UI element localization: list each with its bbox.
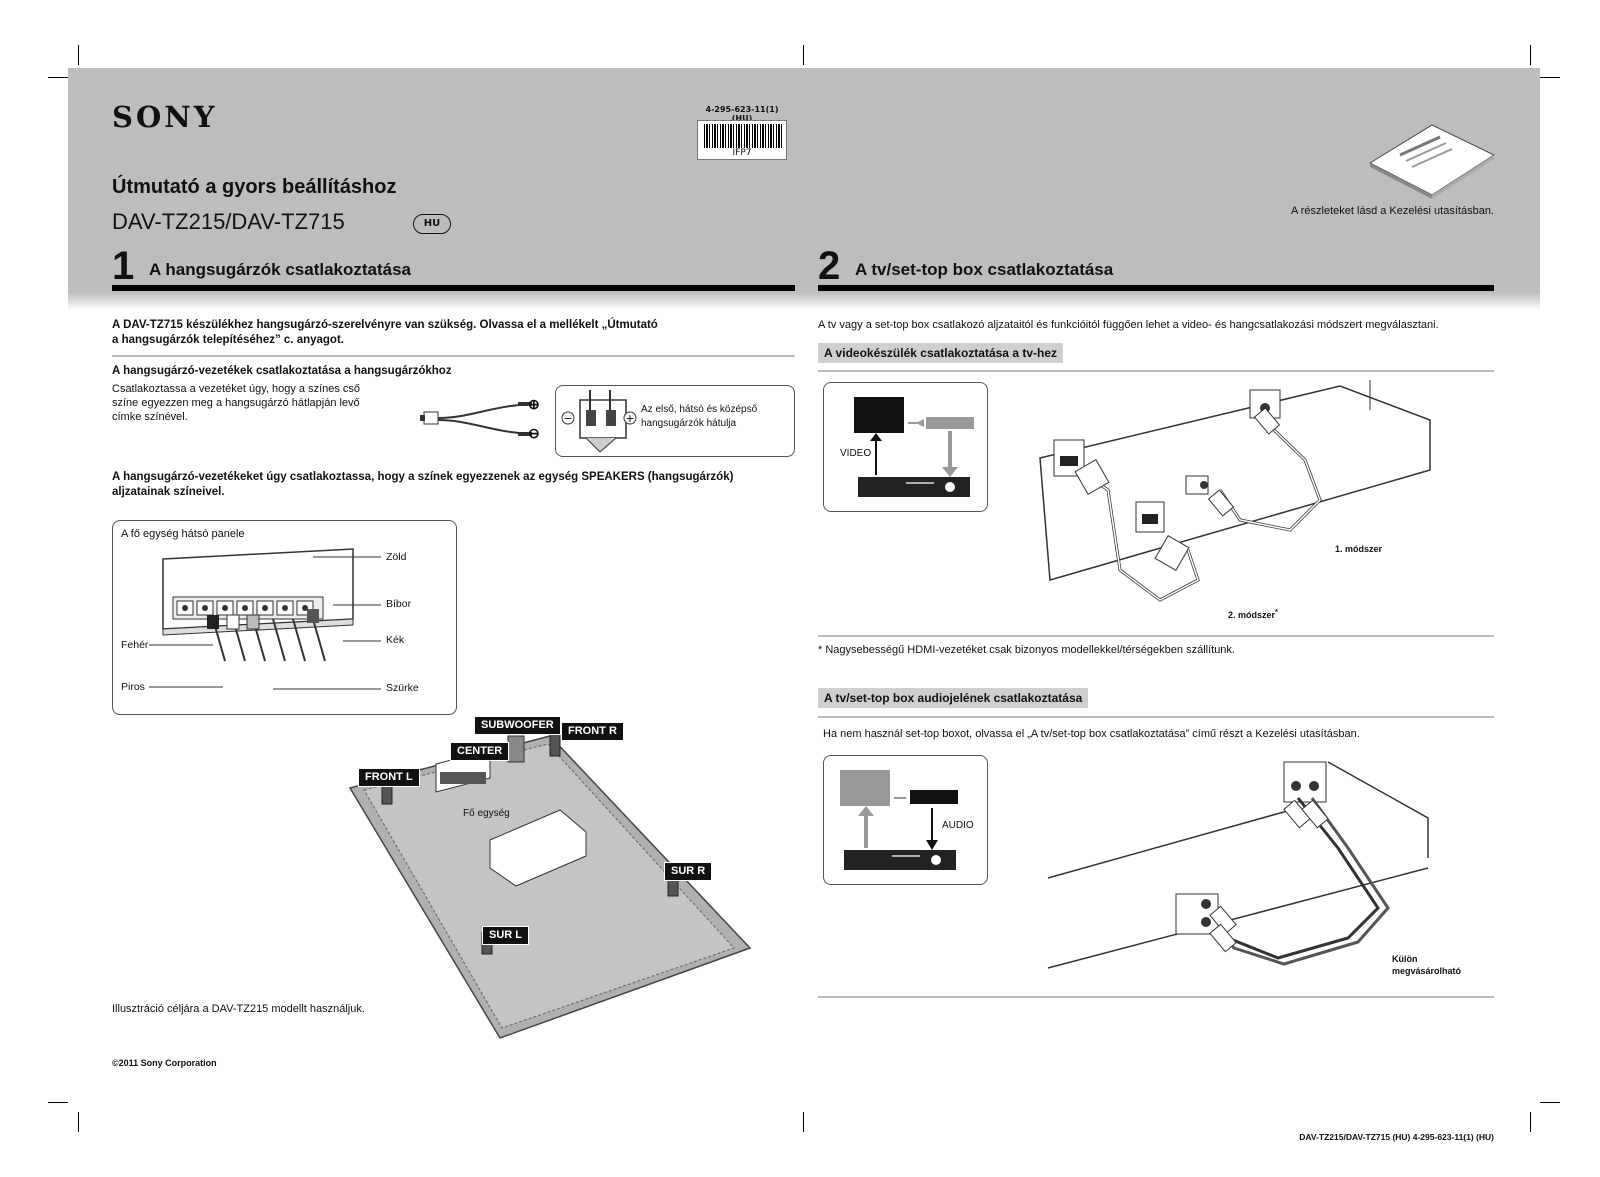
audio-heading: A tv/set-top box audiojelének csatlakozt…: [818, 688, 1089, 708]
divider: [818, 996, 1494, 998]
barcode-bars: [704, 124, 782, 148]
speaker-tag-front-r: FRONT R: [561, 722, 624, 741]
section-1-title: A hangsugárzók csatlakoztatása: [149, 260, 412, 279]
crop-mark: [1540, 77, 1560, 78]
divider: [818, 370, 1494, 372]
sub1-heading: A hangsugárzó-vezetékek csatlakoztatása …: [112, 365, 452, 377]
divider: [112, 355, 795, 357]
speaker-back-box: − + Az első, hátsó és középső hangsugárz…: [555, 385, 795, 457]
tv-stb-audio-diagram: [840, 770, 958, 870]
sub2-heading-line: aljzatainak színeivel.: [112, 486, 225, 498]
crop-mark: [803, 45, 804, 65]
crop-mark: [78, 1112, 79, 1132]
color-green: Zöld: [386, 551, 407, 563]
footer-code: DAV-TZ215/DAV-TZ715 (HU) 4-295-623-11(1)…: [1299, 1132, 1494, 1142]
color-white: Fehér: [121, 639, 149, 651]
sub1-text-line: címke színével.: [112, 411, 188, 423]
color-purple: Bíbor: [386, 598, 412, 610]
page-title: Útmutató a gyors beállításhoz: [112, 176, 397, 198]
section-1-bar: [112, 285, 795, 291]
crop-mark: [48, 1102, 68, 1103]
audio-connection-illustration: [1047, 761, 1429, 969]
crop-mark: [48, 77, 68, 78]
header-fade: [68, 292, 1540, 310]
speaker-tag-subwoofer: SUBWOOFER: [474, 716, 561, 735]
video-heading: A videokészülék csatlakoztatása a tv-hez: [818, 343, 1063, 363]
color-red: Piros: [121, 681, 145, 693]
svg-text:+: +: [625, 412, 634, 425]
audio-diagram-box: AUDIO: [823, 755, 988, 885]
barcode-text: IFP7: [732, 148, 752, 158]
video-diagram-box: VIDEO: [823, 382, 988, 512]
section-2-intro: A tv vagy a set-top box csatlakozó aljza…: [818, 319, 1439, 331]
crop-mark: [1530, 1112, 1531, 1132]
speaker-tag-sur-l: SUR L: [482, 926, 529, 945]
sub1-text-line: Csatlakoztassa a vezetéket úgy, hogy a s…: [112, 383, 361, 395]
audio-text: Ha nem használ set-top boxot, olvassa el…: [823, 728, 1360, 740]
speaker-tag-center: CENTER: [450, 742, 510, 761]
color-gray: Szürke: [386, 682, 419, 694]
sub1-text: Csatlakoztassa a vezetéket úgy, hogy a s…: [112, 382, 382, 424]
language-badge: HU: [413, 214, 451, 234]
plus-sign: ⊕: [528, 396, 540, 412]
separately-purchased-label: Külön megvásárolható: [1392, 953, 1461, 977]
divider: [818, 635, 1494, 637]
method-2-footnote-mark: *: [1275, 607, 1278, 616]
rear-panel-illustration: [162, 548, 354, 662]
crop-mark: [1540, 1102, 1560, 1103]
sub2-heading: A hangsugárzó-vezetékeket úgy csatlakozt…: [112, 470, 792, 500]
video-connection-illustration: [1039, 380, 1431, 602]
rear-panel-box: A fő egység hátsó panele Zöld Bíbor Kék …: [112, 520, 457, 715]
audio-label: AUDIO: [942, 820, 974, 831]
illustration-note: Illusztráció céljára a DAV-TZ215 modellt…: [112, 1003, 365, 1015]
tv-stb-video-diagram: [854, 397, 974, 497]
manual-booklet-icon: [1368, 124, 1496, 199]
copyright: ©2011 Sony Corporation: [112, 1058, 217, 1068]
method-1-label: 1. módszer: [1335, 544, 1383, 554]
sony-logo: SONY: [112, 100, 218, 134]
color-blue: Kék: [386, 634, 405, 646]
section-2-number: 2: [818, 244, 841, 288]
intro-line: A DAV-TZ715 készülékhez hangsugárzó-szer…: [112, 319, 658, 331]
model-name: DAV-TZ215/DAV-TZ715: [112, 209, 345, 234]
section-2-bar: [818, 285, 1494, 291]
barcode: IFP7: [697, 120, 787, 160]
divider: [818, 716, 1494, 718]
section-1-number: 1: [112, 244, 135, 288]
crop-mark: [1530, 45, 1531, 65]
speaker-tag-sur-r: SUR R: [664, 862, 713, 881]
reference-note: A részleteket lásd a Kezelési utasításba…: [1290, 205, 1494, 217]
speaker-back-label: Az első, hátsó és középső hangsugárzók h…: [641, 403, 791, 431]
separately-line: Külön: [1392, 954, 1418, 964]
video-label: VIDEO: [840, 448, 872, 459]
speaker-terminal-illustration: − +: [561, 390, 637, 453]
doc-code: 4-295-623-11(1) (HU): [705, 105, 779, 123]
sub2-heading-line: A hangsugárzó-vezetékeket úgy csatlakozt…: [112, 471, 734, 483]
minus-sign: ⊖: [528, 425, 540, 441]
section-1-intro: A DAV-TZ715 készülékhez hangsugárzó-szer…: [112, 318, 792, 348]
speaker-tag-front-l: FRONT L: [358, 768, 420, 787]
hdmi-note: * Nagysebességű HDMI-vezetéket csak bizo…: [818, 644, 1235, 656]
header-band: [68, 68, 1540, 298]
svg-text:−: −: [563, 412, 572, 425]
crop-mark: [78, 45, 79, 65]
speaker-back-label-line: hangsugárzók hátulja: [641, 418, 737, 429]
method-2-label: 2. módszer*: [1228, 607, 1278, 620]
color-leader-lines: [149, 556, 381, 690]
rear-panel-title: A fő egység hátsó panele: [121, 528, 245, 540]
speaker-cable-illustration: [420, 402, 533, 436]
method-2-text: 2. módszer: [1228, 610, 1276, 620]
crop-mark: [803, 1112, 804, 1132]
intro-line: a hangsugárzók telepítéséhez” c. anyagot…: [112, 334, 344, 346]
main-unit-label: Fő egység: [463, 808, 510, 819]
separately-line: megvásárolható: [1392, 966, 1462, 976]
section-2-title: A tv/set-top box csatlakoztatása: [855, 260, 1114, 279]
sub1-text-line: színe egyezzen meg a hangsugárzó hátlapj…: [112, 397, 360, 409]
speaker-back-label-line: Az első, hátsó és középső: [641, 404, 758, 415]
